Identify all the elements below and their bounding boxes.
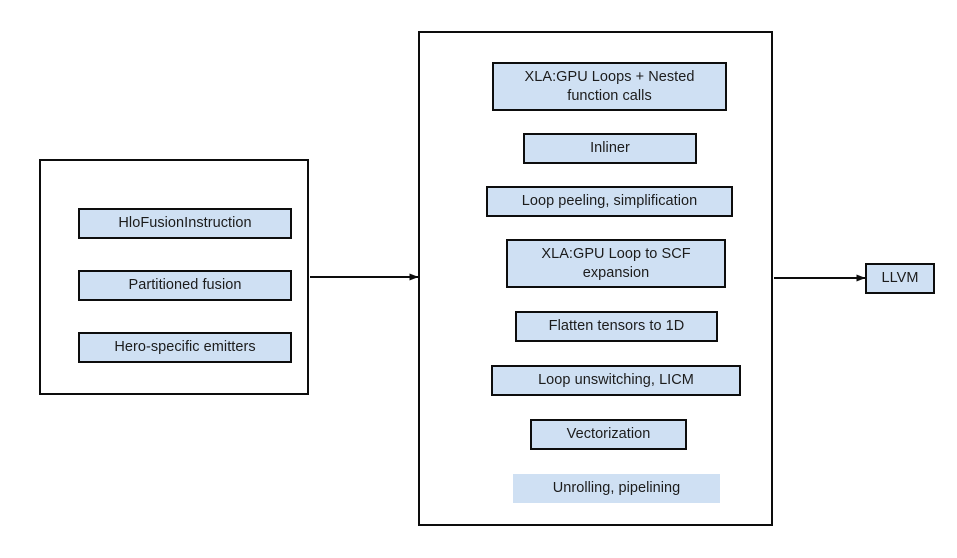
node-xla-gpu-loops-nested-function-calls[interactable]: XLA:GPU Loops + Nested function calls bbox=[492, 62, 727, 111]
node-unrolling-pipelining[interactable]: Unrolling, pipelining bbox=[513, 474, 720, 503]
node-loop-peeling-simplification[interactable]: Loop peeling, simplification bbox=[486, 186, 733, 217]
node-hlo-fusion-instruction[interactable]: HloFusionInstruction bbox=[78, 208, 292, 239]
node-inliner[interactable]: Inliner bbox=[523, 133, 697, 164]
node-xla-gpu-loop-to-scf-expansion[interactable]: XLA:GPU Loop to SCF expansion bbox=[506, 239, 726, 288]
node-vectorization[interactable]: Vectorization bbox=[530, 419, 687, 450]
node-partitioned-fusion[interactable]: Partitioned fusion bbox=[78, 270, 292, 301]
node-flatten-tensors-to-1d[interactable]: Flatten tensors to 1D bbox=[515, 311, 718, 342]
node-hero-specific-emitters[interactable]: Hero-specific emitters bbox=[78, 332, 292, 363]
node-llvm[interactable]: LLVM bbox=[865, 263, 935, 294]
node-loop-unswitching-licm[interactable]: Loop unswitching, LICM bbox=[491, 365, 741, 396]
